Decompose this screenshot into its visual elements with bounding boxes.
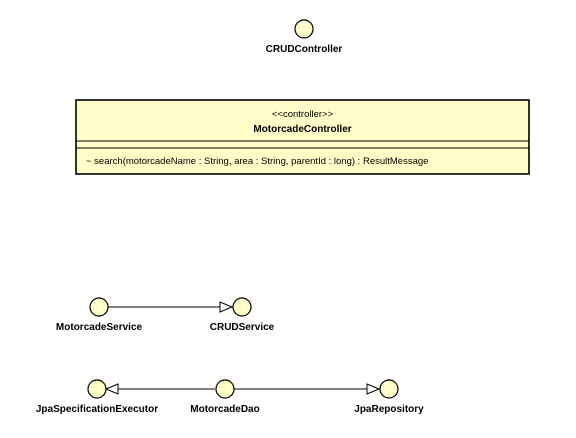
relationship-motorcadeservice-crudservice <box>108 301 234 313</box>
interface-motorcade-service[interactable]: MotorcadeService <box>56 297 143 333</box>
interface-motorcade-dao[interactable]: MotorcadeDao <box>190 379 260 415</box>
interface-label: CRUDController <box>266 44 343 55</box>
interface-label: CRUDService <box>210 322 275 333</box>
class-name: MotorcadeController <box>253 124 351 135</box>
interface-jpa-repository[interactable]: JpaRepository <box>354 379 424 415</box>
interface-lollipop-icon <box>215 379 235 399</box>
interface-lollipop-icon <box>232 297 252 317</box>
interface-label: JpaRepository <box>354 404 424 415</box>
interface-label: JpaSpecificationExecutor <box>36 404 158 415</box>
interface-label: MotorcadeDao <box>190 404 259 415</box>
class-operation-search: ~ search(motorcadeName : String, area : … <box>86 156 428 167</box>
interface-crud-service[interactable]: CRUDService <box>210 297 275 333</box>
realization-arrowhead-icon <box>366 383 381 395</box>
interface-lollipop-icon <box>379 379 399 399</box>
interface-crud-controller[interactable]: CRUDController <box>266 19 343 55</box>
interface-lollipop-icon <box>87 379 107 399</box>
interface-jpa-specification-executor[interactable]: JpaSpecificationExecutor <box>36 379 158 415</box>
class-motorcade-controller[interactable]: <<controller>> MotorcadeController ~ sea… <box>75 99 530 175</box>
realization-arrowhead-icon <box>104 383 119 395</box>
class-stereotype: <<controller>> <box>272 109 334 120</box>
interface-lollipop-icon <box>294 19 314 39</box>
relationship-motorcadedao-jpaspecificationexecutor <box>104 383 215 395</box>
relationship-motorcadedao-jparepository <box>234 383 381 395</box>
realization-arrowhead-icon <box>219 301 234 313</box>
class-box <box>75 99 530 175</box>
interface-label: MotorcadeService <box>56 322 143 333</box>
interface-lollipop-icon <box>89 297 109 317</box>
